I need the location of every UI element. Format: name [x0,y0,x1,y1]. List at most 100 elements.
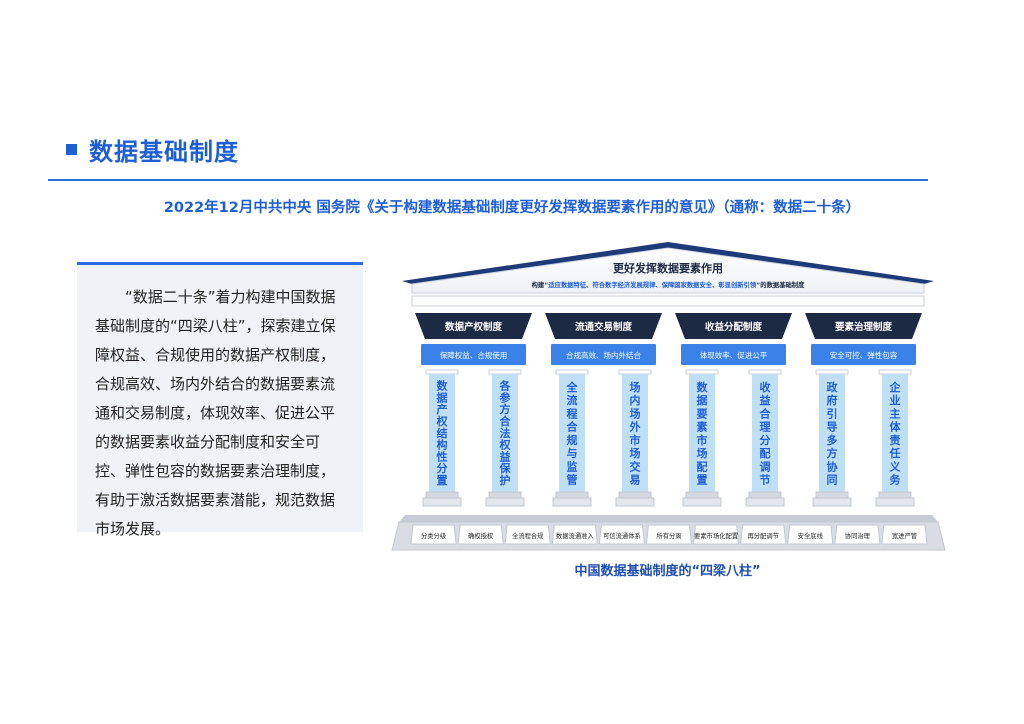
beam-goal: 安全可控、弹性包容 [830,350,898,360]
base-item-label: 要素市场化配置 [694,531,738,540]
roof-subtitle-part-1: “适应数据特征、符合数字经济发展规律、保障国家数据安全、彰显创新引领” [544,280,760,289]
pillar-shaft [492,374,518,492]
pillar-plinth [485,497,525,507]
base-item: 要素市场化配置 [692,524,740,545]
beam-name: 流通交易制度 [575,321,633,333]
beam-header [545,313,662,339]
pillar-base [425,491,459,499]
section-heading: 数据基础制度 [66,132,239,167]
pillar: 数据产权结构性分置 [422,369,462,507]
base-item-block [881,524,928,545]
beam-goal: 体现效率、促进公平 [700,350,768,360]
pillar-shaft [882,374,908,492]
roof-subtitle: 构建“适应数据特征、符合数字经济发展规律、保障国家数据安全、彰显创新引领”的数据… [532,280,805,289]
base-item-label: 宽进严管 [892,531,917,540]
beam-name: 数据产权制度 [444,321,503,333]
base-step-top [399,515,938,522]
pillar-shaft [819,374,845,492]
base-item-block [598,524,646,545]
base-item: 分类分级 [410,524,457,545]
pillar-cap [425,369,459,375]
roof-title: 更好发挥数据要素作用 [613,261,723,275]
pillar: 企业主体责任义务 [875,369,915,507]
base-item-label: 再分配调节 [747,531,778,540]
base-item-block [645,524,693,545]
pillar-shaft [752,374,778,492]
description-box: “数据二十条”着力构建中国数据基础制度的“四梁八柱”，探索建立保障权益、合规使用… [77,262,363,538]
pillar-cap [878,369,912,375]
beam-goal-band [551,344,656,365]
pillar-label: 数据要素市场配置 [697,380,709,487]
pillar-label: 全流程合规与监管 [566,380,579,487]
beam-goal-band [421,344,526,365]
base-item-block [740,524,787,545]
pillar-plinth [682,497,722,507]
beam-header [675,313,792,339]
beam-header [805,313,922,339]
base-item-block [551,524,598,545]
pillar-base [748,491,782,499]
page-title: 数据基础制度 [89,138,239,166]
diagram-caption: 中国数据基础制度的“四梁八柱” [574,564,761,579]
pillar-label: 收益合理分配调节 [760,380,772,487]
pillar-base [555,491,589,499]
base-item: 全流程合规 [504,524,551,545]
base-item: 所有分离 [645,524,693,545]
pillar: 政府引导多方协同 [812,369,852,507]
pillar-base [685,491,719,499]
base-item: 数据流通准入 [551,524,598,545]
beam-header [415,313,532,339]
base-item-label: 分类分级 [421,531,447,540]
pillar-label: 企业主体责任义务 [889,380,902,487]
pillar-shaft [429,374,455,492]
pillar-plinth [422,497,462,507]
pillar-base [488,491,522,499]
base-item: 再分配调节 [740,524,787,545]
pillar-plinth [745,497,785,507]
pillar-label: 政府引导多方协同 [827,380,839,487]
base-item-label: 确权授权 [468,531,494,540]
base-item: 安全底线 [787,524,834,545]
pillar-plinth [875,497,915,507]
pillar-shaft [689,374,715,492]
base-item-label: 数据流通准入 [556,531,594,540]
pillar-base [878,491,912,499]
base-item-label: 所有分离 [656,531,681,540]
base-item: 宽进严管 [881,524,928,545]
base-item-block [457,524,504,545]
base-item-block [787,524,834,545]
beam-name: 要素治理制度 [835,321,893,333]
pillar-label: 场内场外市场交易 [629,380,641,487]
beam-name: 收益分配制度 [705,321,763,333]
base-item-block [410,524,457,545]
pillar: 数据要素市场配置 [682,369,722,507]
pillar-label: 数据产权结构性分置 [436,379,449,487]
bullet-square-icon [66,144,77,155]
beam-goal-band [811,344,916,365]
title-divider [48,179,928,181]
pillar: 场内场外市场交易 [615,369,655,507]
base-item: 确权授权 [457,524,504,545]
pillar-cap [815,369,849,375]
base-item-label: 安全底线 [798,531,824,540]
pillar: 各参方合法权益保护 [485,369,525,507]
pillar-cap [748,369,782,375]
base-item-label: 可信流通体系 [603,531,641,540]
base-item: 可信流通体系 [598,524,646,545]
base-item-block [692,524,740,545]
beam-goal: 合规高效、场内外结合 [566,350,641,360]
pillar-label: 各参方合法权益保护 [499,379,512,487]
pillar-base [815,491,849,499]
base-item-label: 协同治理 [845,531,871,540]
pillar-cap [555,369,589,375]
beam-goal-band [681,344,786,365]
pillar: 全流程合规与监管 [552,369,592,507]
pillar-plinth [615,497,655,507]
pillar-cap [685,369,719,375]
roof-subtitle-part-0: 构建 [532,280,545,289]
